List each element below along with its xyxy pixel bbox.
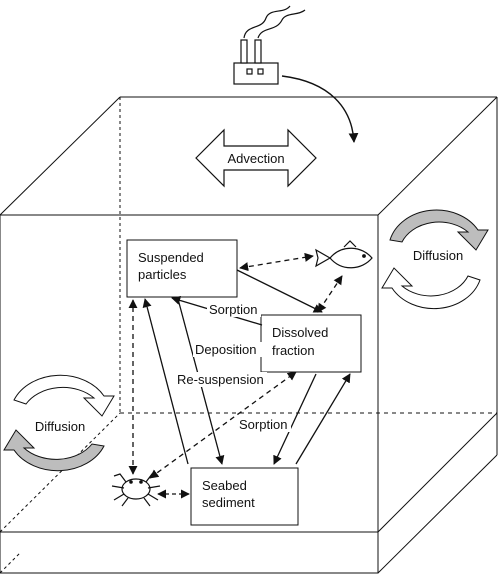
deposition-label: Deposition — [195, 342, 256, 357]
svg-text:Dissolved: Dissolved — [272, 325, 328, 340]
sorption-upper-arrow — [236, 269, 323, 313]
process-labels: Sorption Deposition Re-suspension Sorpti… — [175, 302, 291, 432]
resuspension-label: Re-suspension — [177, 372, 264, 387]
uptake-fish-arrow — [239, 252, 314, 272]
crab-icon — [111, 473, 161, 507]
svg-text:particles: particles — [138, 267, 187, 282]
svg-text:fraction: fraction — [272, 343, 315, 358]
advection-arrow: Advection — [195, 128, 317, 188]
factory-icon — [233, 5, 306, 85]
diffusion-right-label: Diffusion — [413, 248, 463, 263]
uptake-fish-dissolved-arrow — [317, 275, 343, 313]
emission-arrow — [281, 75, 359, 143]
svg-text:sediment: sediment — [202, 495, 255, 510]
sorption-upper-label: Sorption — [209, 302, 257, 317]
svg-text:Seabed: Seabed — [202, 478, 247, 493]
svg-text:Suspended: Suspended — [138, 250, 204, 265]
suspended-particles-box: Suspended particles — [126, 239, 238, 298]
process-arrows — [128, 252, 351, 499]
advection-label: Advection — [227, 151, 284, 166]
crab-dissolved-arrow — [149, 371, 297, 479]
desorption-lower-arrow — [295, 373, 351, 465]
dissolved-fraction-box: Dissolved fraction — [260, 314, 362, 373]
water-column-cube — [0, 96, 498, 574]
seabed-sediment-box: Seabed sediment — [190, 467, 299, 526]
diffusion-left-label: Diffusion — [35, 419, 85, 434]
circular-arrows-icon — [381, 209, 489, 310]
circular-arrows-icon — [3, 374, 115, 472]
sorption-lower-label: Sorption — [239, 417, 287, 432]
fish-icon — [315, 240, 373, 269]
